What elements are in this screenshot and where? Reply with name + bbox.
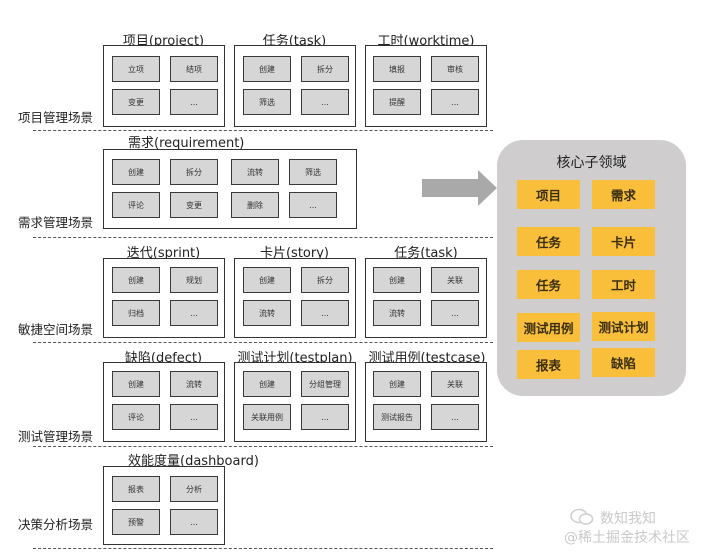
op-button[interactable]: ... [170,300,218,326]
right-arrow-icon [422,170,497,206]
op-button[interactable]: 流转 [243,300,291,326]
core-domain-chip: 任务 [517,227,580,256]
op-button[interactable]: 创建 [112,159,160,185]
op-button[interactable]: 流转 [170,371,218,397]
wechat-icon [570,508,594,525]
group-title: 卡片(story) [259,246,329,261]
op-button[interactable]: 规划 [170,267,218,293]
separator-line [33,446,493,447]
op-button[interactable]: 流转 [231,159,279,185]
op-button[interactable]: ... [431,300,479,326]
core-domain-chip: 任务 [517,270,580,299]
op-button[interactable]: ... [431,89,479,115]
core-domain-chip: 工时 [592,270,655,299]
op-button[interactable]: 变更 [112,89,160,115]
op-button[interactable]: 评论 [112,404,160,430]
op-button[interactable]: 拆分 [301,56,349,82]
op-button[interactable]: 分析 [170,476,218,502]
separator-line [33,548,493,549]
op-button[interactable]: 关联用例 [243,404,291,430]
op-button[interactable]: 创建 [112,371,160,397]
group-title: 任务(task) [394,246,458,261]
op-button[interactable]: ... [301,300,349,326]
op-button[interactable]: ... [301,404,349,430]
op-button[interactable]: 创建 [243,267,291,293]
core-domain-chip: 测试计划 [592,312,655,341]
group-title: 效能度量(dashboard) [128,454,259,469]
scenario-label: 决策分析场景 [18,517,94,532]
op-button[interactable]: ... [431,404,479,430]
separator-line [33,237,493,238]
op-button[interactable]: 筛选 [289,159,337,185]
op-button[interactable]: 分组管理 [301,371,349,397]
op-button[interactable]: 归档 [112,300,160,326]
op-button[interactable]: 预警 [112,509,160,535]
op-button[interactable]: ... [170,89,218,115]
op-button[interactable]: 创建 [243,56,291,82]
watermark-line2: @稀土掘金技术社区 [564,530,690,546]
op-button[interactable]: 填报 [373,56,421,82]
scenario-label: 项目管理场景 [18,110,94,125]
separator-line [33,130,493,131]
group-title: 需求(requirement) [128,136,245,151]
separator-line [33,342,493,343]
op-button[interactable]: 创建 [373,371,421,397]
op-button[interactable]: 变更 [170,192,218,218]
core-domain-chip: 需求 [592,180,655,209]
core-domain-chip: 项目 [517,180,580,209]
op-button[interactable]: 关联 [431,371,479,397]
op-button[interactable]: 拆分 [301,267,349,293]
op-button[interactable]: 创建 [243,371,291,397]
watermark-line1: 数知我知 [600,511,656,527]
op-button[interactable]: 立项 [112,56,160,82]
op-button[interactable]: 创建 [373,267,421,293]
op-button[interactable]: 删除 [231,192,279,218]
op-button[interactable]: 评论 [112,192,160,218]
op-button[interactable]: 测试报告 [373,404,421,430]
op-button[interactable]: ... [301,89,349,115]
op-button[interactable]: 流转 [373,300,421,326]
core-domain-chip: 缺陷 [592,348,655,377]
scenario-label: 需求管理场景 [18,215,94,230]
op-button[interactable]: ... [170,509,218,535]
scenario-label: 敏捷空间场景 [18,322,94,337]
op-button[interactable]: 创建 [112,267,160,293]
core-domain-chip: 报表 [517,350,580,379]
op-button[interactable]: ... [170,404,218,430]
core-domain-title: 核心子领域 [556,155,627,171]
op-button[interactable]: 报表 [112,476,160,502]
op-button[interactable]: 提醒 [373,89,421,115]
op-button[interactable]: 拆分 [170,159,218,185]
group-title: 迭代(sprint) [126,246,201,261]
op-button[interactable]: ... [289,192,337,218]
scenario-label: 测试管理场景 [18,429,94,444]
core-domain-chip: 卡片 [592,227,655,256]
op-button[interactable]: 关联 [431,267,479,293]
core-domain-panel: 核心子领域 项目 需求 任务 卡片 任务 工时 测试用例 测试计划 报表 缺陷 [497,140,686,396]
core-domain-chip: 测试用例 [517,313,580,342]
op-button[interactable]: 筛选 [243,89,291,115]
op-button[interactable]: 结项 [170,56,218,82]
op-button[interactable]: 审核 [431,56,479,82]
